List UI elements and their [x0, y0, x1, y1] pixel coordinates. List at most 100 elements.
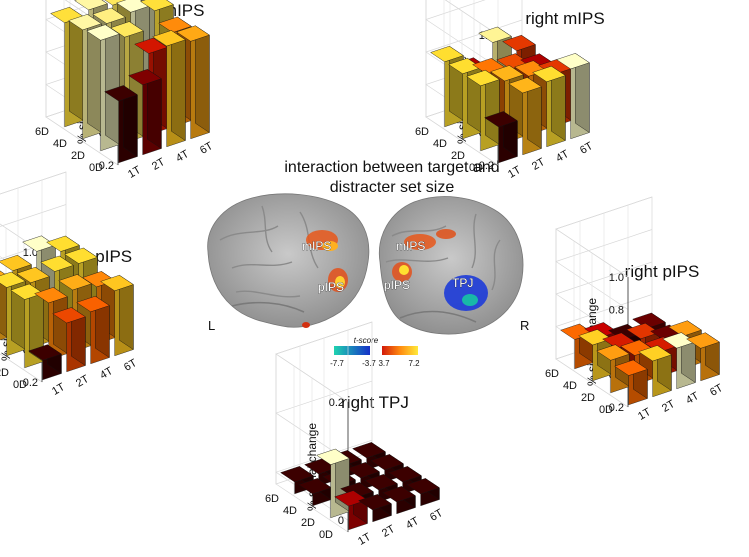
y-tick-label: 6D — [265, 493, 279, 505]
bar-6T-0D — [686, 332, 720, 382]
brain-label-left-mips: mIPS — [302, 239, 331, 253]
brain-label-left-pips: pIPS — [318, 280, 344, 294]
z-tick-label: 0.2 — [609, 402, 624, 414]
chart-title: right pIPS — [625, 262, 700, 281]
center-title-line2: distracter set size — [330, 179, 455, 196]
bar-1T-0D — [28, 344, 62, 381]
z-tick-label: 0 — [338, 515, 344, 527]
x-tick-label: 2T — [74, 373, 91, 390]
bar-1T-2D — [466, 69, 500, 152]
bars — [0, 235, 134, 381]
bar-2T-0D — [52, 307, 86, 373]
bar-6T-0D — [100, 274, 134, 357]
y-tick-label: 4D — [563, 380, 577, 392]
bar-6T-0D — [406, 478, 440, 507]
left-hemisphere-activation — [302, 230, 348, 328]
y-tick-label: 6D — [35, 126, 49, 138]
bar-4T-0D — [382, 486, 416, 515]
y-tick-label: 2D — [301, 517, 315, 529]
x-tick-label: 2T — [660, 398, 677, 415]
hemisphere-left-label: L — [208, 318, 215, 333]
x-tick-label: 4T — [404, 515, 421, 532]
y-tick-label: 0D — [469, 162, 483, 174]
bars — [50, 0, 210, 164]
x-tick-label: 6T — [708, 382, 725, 399]
colorbar-positive — [382, 346, 418, 355]
brain-label-right-mips: mIPS — [396, 239, 425, 253]
chart-title: right mIPS — [525, 9, 604, 28]
bar-1T-0D — [614, 359, 648, 406]
y-tick-label: 2D — [451, 150, 465, 162]
y-tick-label: 2D — [71, 150, 85, 162]
colorbar-negative — [334, 346, 370, 355]
x-tick-label: 4T — [684, 390, 701, 407]
x-tick-label: 1T — [506, 164, 523, 181]
bar-2T-0D — [358, 494, 392, 523]
bar-4T-0D — [152, 30, 186, 148]
x-tick-label: 2T — [150, 156, 167, 173]
y-tick-label: 4D — [53, 138, 67, 150]
bar-1T-6D — [0, 270, 8, 341]
bar-4T-0D — [532, 65, 566, 148]
z-tick-label: 0.2 — [479, 160, 494, 172]
hemisphere-right-label: R — [520, 318, 529, 333]
x-tick-label: 1T — [126, 164, 143, 181]
bar-4T-4D — [346, 462, 380, 491]
colorbar-tick-4: 7.2 — [408, 359, 420, 368]
bar-6T-0D — [176, 25, 210, 140]
colorbar-tick-1: -7.7 — [330, 359, 344, 368]
bar-1T-4D — [298, 478, 332, 507]
colorbar-tick-3: 3.7 — [378, 359, 390, 368]
x-tick-label: 6T — [122, 357, 139, 374]
y-tick-label: 0D — [89, 162, 103, 174]
colorbar-tick-2: -3.7 — [362, 359, 376, 368]
y-tick-label: 0D — [319, 529, 333, 541]
colorbar-title: t-score — [354, 336, 379, 345]
y-tick-label: 4D — [283, 505, 297, 517]
bars — [430, 26, 590, 164]
bars — [560, 312, 720, 406]
brain-label-right-pips: pIPS — [384, 278, 410, 292]
chart-title: right TPJ — [341, 393, 409, 412]
y-tick-label: 2D — [581, 392, 595, 404]
bar-1T-0D — [484, 111, 518, 164]
x-tick-label: 4T — [98, 365, 115, 382]
brain-label-right-tpj: TPJ — [452, 276, 473, 290]
bar-2T-0D — [508, 77, 542, 156]
x-tick-label: 1T — [50, 381, 67, 398]
z-tick-label: 0.2 — [99, 160, 114, 172]
bar-4T-0D — [662, 332, 696, 390]
bar-4T-0D — [76, 295, 110, 365]
z-tick-label: 0.2 — [329, 397, 344, 409]
x-tick-label: 6T — [578, 140, 595, 157]
y-tick-label: 6D — [545, 368, 559, 380]
y-tick-label: 4D — [433, 138, 447, 150]
bar-1T-6D — [560, 323, 594, 370]
x-tick-label: 6T — [198, 140, 215, 157]
right-hemisphere-activation — [392, 229, 488, 311]
bars — [280, 442, 440, 531]
bar-2T-0D — [128, 68, 162, 156]
y-tick-label: 6D — [415, 126, 429, 138]
z-tick-label: 0.2 — [23, 377, 38, 389]
bar-6T-0D — [556, 52, 590, 140]
center-title-line1: interaction between target and — [284, 159, 499, 176]
y-tick-label: 0D — [599, 404, 613, 416]
x-tick-label: 6T — [428, 507, 445, 524]
x-tick-label: 2T — [530, 156, 547, 173]
z-tick-label: 0.8 — [609, 305, 624, 317]
x-tick-label: 4T — [174, 148, 191, 165]
left-hemisphere-brain — [207, 193, 370, 328]
x-tick-label: 1T — [636, 406, 653, 423]
bar-1T-0D — [104, 85, 138, 164]
bar-1T-4D — [68, 13, 102, 140]
x-tick-label: 4T — [554, 148, 571, 165]
bar-2T-0D — [638, 345, 672, 398]
